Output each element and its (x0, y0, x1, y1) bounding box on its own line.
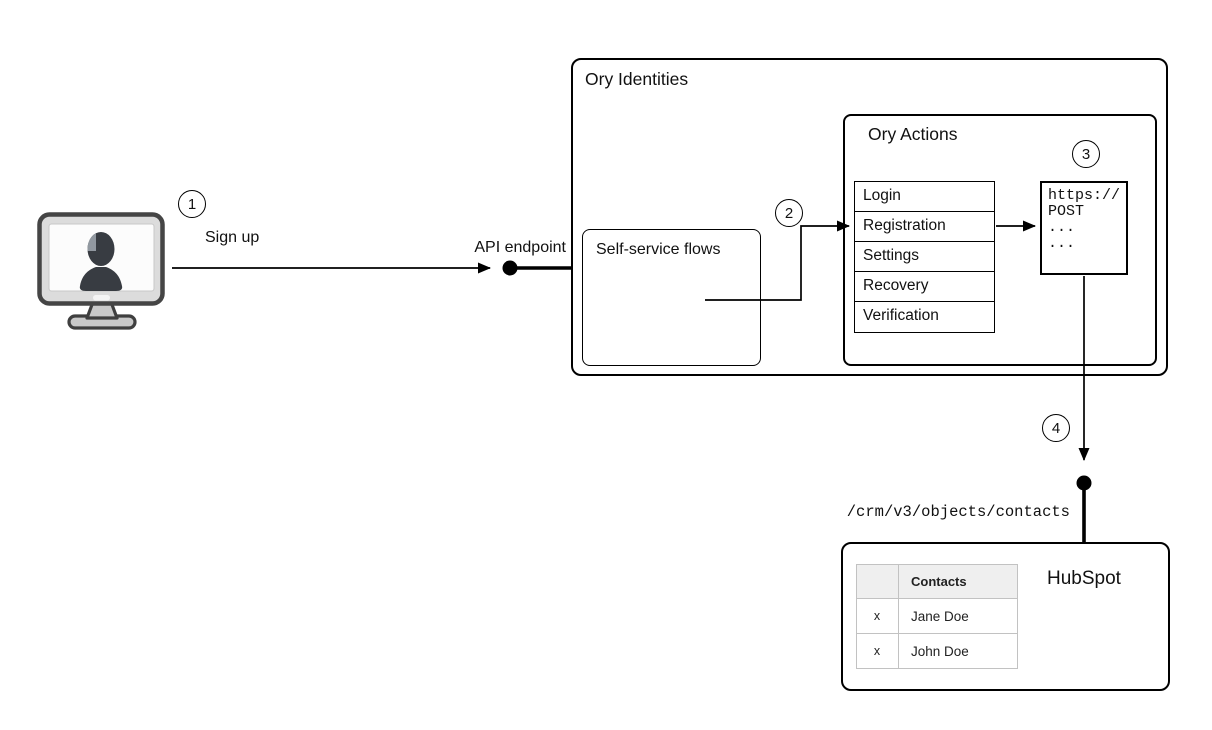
contact-name-cell: Jane Doe (898, 598, 1018, 634)
step-badge-4: 4 (1042, 414, 1070, 442)
user-computer-icon (37, 212, 165, 330)
contact-name-cell: John Doe (898, 633, 1018, 669)
contacts-table: Contacts x Jane Doe x John Doe (856, 564, 1018, 669)
hubspot-title: HubSpot (1047, 568, 1121, 589)
contact-action-cell: x (856, 633, 899, 669)
step-badge-2: 2 (775, 199, 803, 227)
contacts-header-cell: Contacts (898, 564, 1018, 599)
table-corner-cell (856, 564, 899, 599)
hubspot-endpoint-node (1076, 475, 1092, 491)
webhook-request-box: https://POST...... (1040, 181, 1128, 275)
contacts-table-header-row: Contacts (856, 564, 1018, 599)
flow-item-verification: Verification (863, 307, 939, 324)
flow-item-settings: Settings (855, 242, 994, 272)
ory-actions-title: Ory Actions (868, 124, 958, 144)
code-line: ... (1048, 235, 1076, 252)
code-line: ... (1048, 219, 1076, 236)
table-row: x Jane Doe (856, 598, 1018, 634)
step-badge-3: 3 (1072, 140, 1100, 168)
flow-item-registration: Registration (855, 212, 994, 242)
flow-item-recovery: Recovery (855, 272, 994, 302)
crm-endpoint-path-label: /crm/v3/objects/contacts (846, 503, 1070, 521)
code-line: https:// (1048, 187, 1121, 204)
api-endpoint-label: API endpoint (474, 239, 566, 256)
api-endpoint-node (502, 260, 518, 276)
flow-item-login: Login (855, 182, 994, 212)
ory-identities-title: Ory Identities (585, 69, 689, 89)
step-badge-1: 1 (178, 190, 206, 218)
signup-label: Sign up (205, 229, 260, 246)
self-service-flows-title: Self-service flows (596, 241, 721, 258)
table-row: x John Doe (856, 633, 1018, 669)
code-line: POST (1048, 203, 1085, 220)
self-service-flow-list: Login Registration Settings Recovery Ver… (854, 181, 995, 333)
contact-action-cell: x (856, 598, 899, 634)
